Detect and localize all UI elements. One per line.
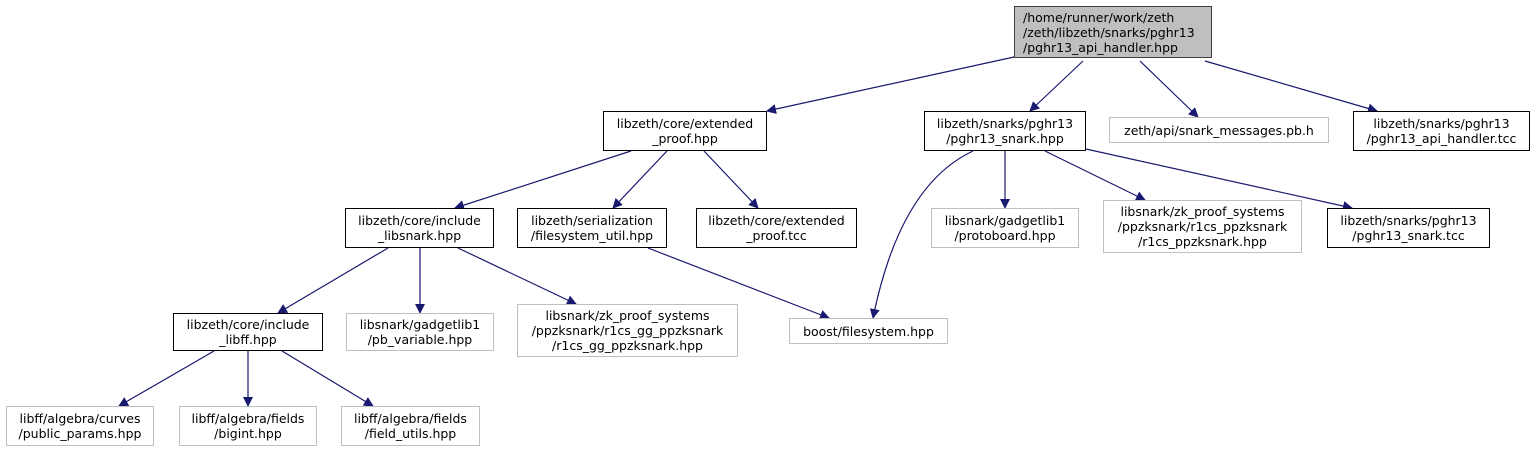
edge-root-to-api-handler-tcc bbox=[1204, 60, 1378, 114]
node-include-libff[interactable]: libzeth/core/include _libff.hpp bbox=[173, 313, 323, 351]
node-label: libsnark/zk_proof_systems /ppzksnark/r1c… bbox=[531, 308, 724, 353]
node-label: libzeth/core/include _libsnark.hpp bbox=[358, 213, 481, 243]
node-label: libzeth/core/extended _proof.hpp bbox=[616, 116, 754, 146]
node-label: libsnark/gadgetlib1 /protoboard.hpp bbox=[944, 213, 1066, 243]
node-label: boost/filesystem.hpp bbox=[803, 323, 934, 339]
node-pghr13-snark-hpp[interactable]: libzeth/snarks/pghr13 /pghr13_snark.hpp bbox=[924, 111, 1086, 151]
node-boost-filesystem: boost/filesystem.hpp bbox=[789, 318, 948, 344]
edge-include-libsnark-to-r1cs-gg-ppzksnark bbox=[457, 247, 577, 305]
edge-include-libff-to-public-params bbox=[118, 350, 215, 407]
edge-extended-proof-hpp-to-include-libsnark bbox=[454, 150, 632, 210]
node-label: libff/algebra/fields /field_utils.hpp bbox=[354, 411, 467, 441]
node-include-libsnark[interactable]: libzeth/core/include _libsnark.hpp bbox=[345, 208, 494, 248]
node-label: libsnark/zk_proof_systems /ppzksnark/r1c… bbox=[1117, 204, 1288, 249]
node-label: libsnark/gadgetlib1 /pb_variable.hpp bbox=[359, 317, 481, 347]
node-pghr13-snark-tcc[interactable]: libzeth/snarks/pghr13 /pghr13_snark.tcc bbox=[1327, 208, 1490, 248]
edge-extended-proof-hpp-to-extended-proof-tcc bbox=[703, 150, 759, 209]
node-extended-proof-tcc[interactable]: libzeth/core/extended _proof.tcc bbox=[696, 208, 857, 248]
edge-pghr13-snark-hpp-to-pghr13-snark-tcc bbox=[1085, 148, 1353, 211]
edge-include-libff-to-field-utils bbox=[281, 350, 374, 407]
node-public-params: libff/algebra/curves /public_params.hpp bbox=[6, 406, 154, 446]
edge-pghr13-snark-hpp-to-r1cs-ppzksnark bbox=[1044, 150, 1146, 201]
node-root: /home/runner/work/zeth /zeth/libzeth/sna… bbox=[1014, 6, 1212, 58]
node-r1cs-ppzksnark: libsnark/zk_proof_systems /ppzksnark/r1c… bbox=[1103, 200, 1302, 253]
node-label: libzeth/core/include _libff.hpp bbox=[186, 317, 310, 347]
edge-include-libsnark-to-include-libff bbox=[277, 247, 389, 314]
node-label: libzeth/snarks/pghr13 /pghr13_snark.hpp bbox=[936, 116, 1074, 146]
node-label: libzeth/snarks/pghr13 /pghr13_snark.tcc bbox=[1340, 213, 1477, 243]
node-label: libff/algebra/fields /bigint.hpp bbox=[191, 411, 305, 441]
node-label: libff/algebra/curves /public_params.hpp bbox=[18, 411, 142, 441]
edge-extended-proof-hpp-to-filesystem-util bbox=[612, 150, 668, 209]
edge-root-to-extended-proof-hpp bbox=[766, 56, 1015, 114]
edge-root-to-snark-messages bbox=[1139, 60, 1199, 118]
node-extended-proof-hpp[interactable]: libzeth/core/extended _proof.hpp bbox=[603, 111, 767, 151]
node-field-utils: libff/algebra/fields /field_utils.hpp bbox=[341, 406, 480, 446]
node-snark-messages: zeth/api/snark_messages.pb.h bbox=[1109, 117, 1329, 143]
node-label: libzeth/serialization /filesystem_util.h… bbox=[530, 213, 654, 243]
node-bigint: libff/algebra/fields /bigint.hpp bbox=[179, 406, 317, 446]
node-pb-variable: libsnark/gadgetlib1 /pb_variable.hpp bbox=[346, 313, 494, 351]
node-api-handler-tcc[interactable]: libzeth/snarks/pghr13 /pghr13_api_handle… bbox=[1353, 111, 1530, 151]
node-label: /home/runner/work/zeth /zeth/libzeth/sna… bbox=[1023, 9, 1195, 55]
node-label: libzeth/snarks/pghr13 /pghr13_api_handle… bbox=[1366, 116, 1517, 146]
node-label: libzeth/core/extended _proof.tcc bbox=[708, 213, 845, 243]
node-filesystem-util[interactable]: libzeth/serialization /filesystem_util.h… bbox=[517, 208, 667, 248]
node-r1cs-gg-ppzksnark: libsnark/zk_proof_systems /ppzksnark/r1c… bbox=[517, 304, 738, 357]
node-label: zeth/api/snark_messages.pb.h bbox=[1124, 122, 1314, 138]
node-protoboard: libsnark/gadgetlib1 /protoboard.hpp bbox=[931, 208, 1079, 248]
edge-pghr13-snark-hpp-to-boost-filesystem bbox=[869, 150, 974, 319]
edge-filesystem-util-to-boost-filesystem bbox=[647, 247, 830, 320]
edge-root-to-pghr13-snark-hpp bbox=[1029, 60, 1084, 112]
